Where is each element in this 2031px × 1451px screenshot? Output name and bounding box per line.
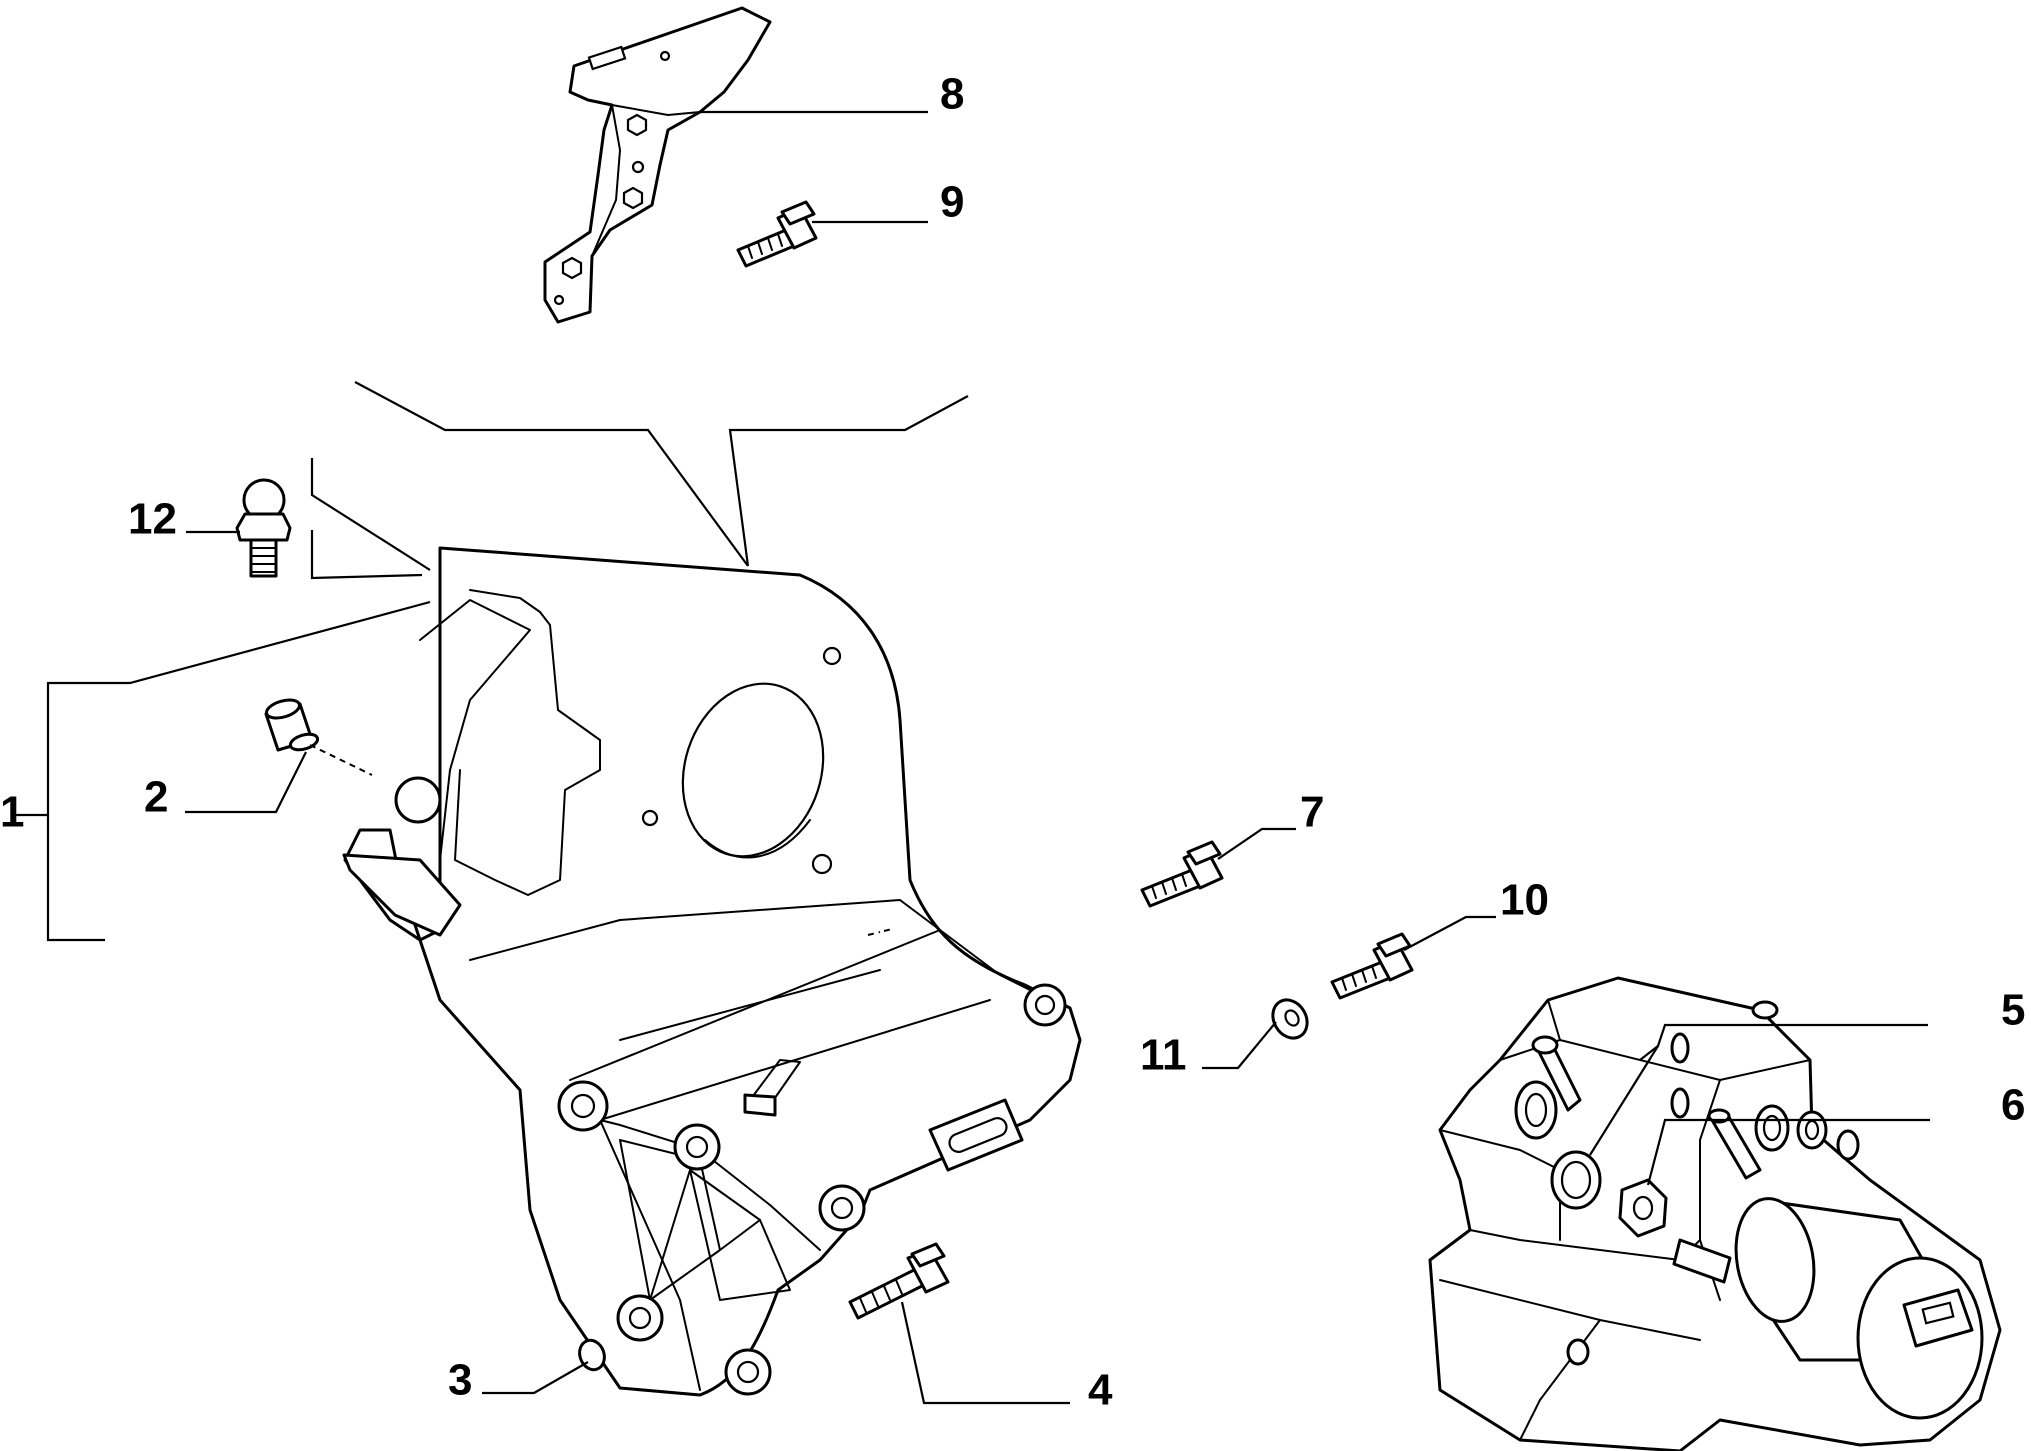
callout-1: 1 bbox=[0, 788, 24, 837]
callout-11: 11 bbox=[1140, 1031, 1187, 1080]
callout-3: 3 bbox=[448, 1356, 472, 1405]
callout-12: 12 bbox=[128, 495, 177, 544]
part-8-bracket bbox=[543, 6, 772, 324]
part-10-bolt bbox=[1330, 932, 1414, 1000]
callout-6: 6 bbox=[2001, 1081, 2025, 1130]
callout-4: 4 bbox=[1088, 1366, 1113, 1415]
callout-7: 7 bbox=[1300, 788, 1324, 837]
part-7-bolt bbox=[1140, 840, 1224, 908]
part-2-bushing bbox=[264, 698, 373, 776]
callout-labels: 1 2 3 4 5 6 7 8 9 10 11 12 bbox=[0, 70, 2025, 1415]
part-1-support-bracket bbox=[342, 546, 1082, 1397]
callout-2: 2 bbox=[144, 773, 168, 822]
fuel-pump-assembly bbox=[1428, 976, 2002, 1451]
callout-8: 8 bbox=[940, 70, 964, 119]
callout-9: 9 bbox=[940, 178, 964, 227]
part-9-bolt bbox=[736, 200, 818, 268]
reference-lines bbox=[310, 381, 969, 580]
part-12-ball-stud bbox=[235, 478, 292, 578]
part-11-washer bbox=[1271, 998, 1309, 1040]
leader-lines bbox=[15, 110, 1930, 1405]
callout-10: 10 bbox=[1500, 876, 1549, 925]
callout-5: 5 bbox=[2001, 986, 2025, 1035]
part-4-bolt bbox=[848, 1242, 950, 1320]
